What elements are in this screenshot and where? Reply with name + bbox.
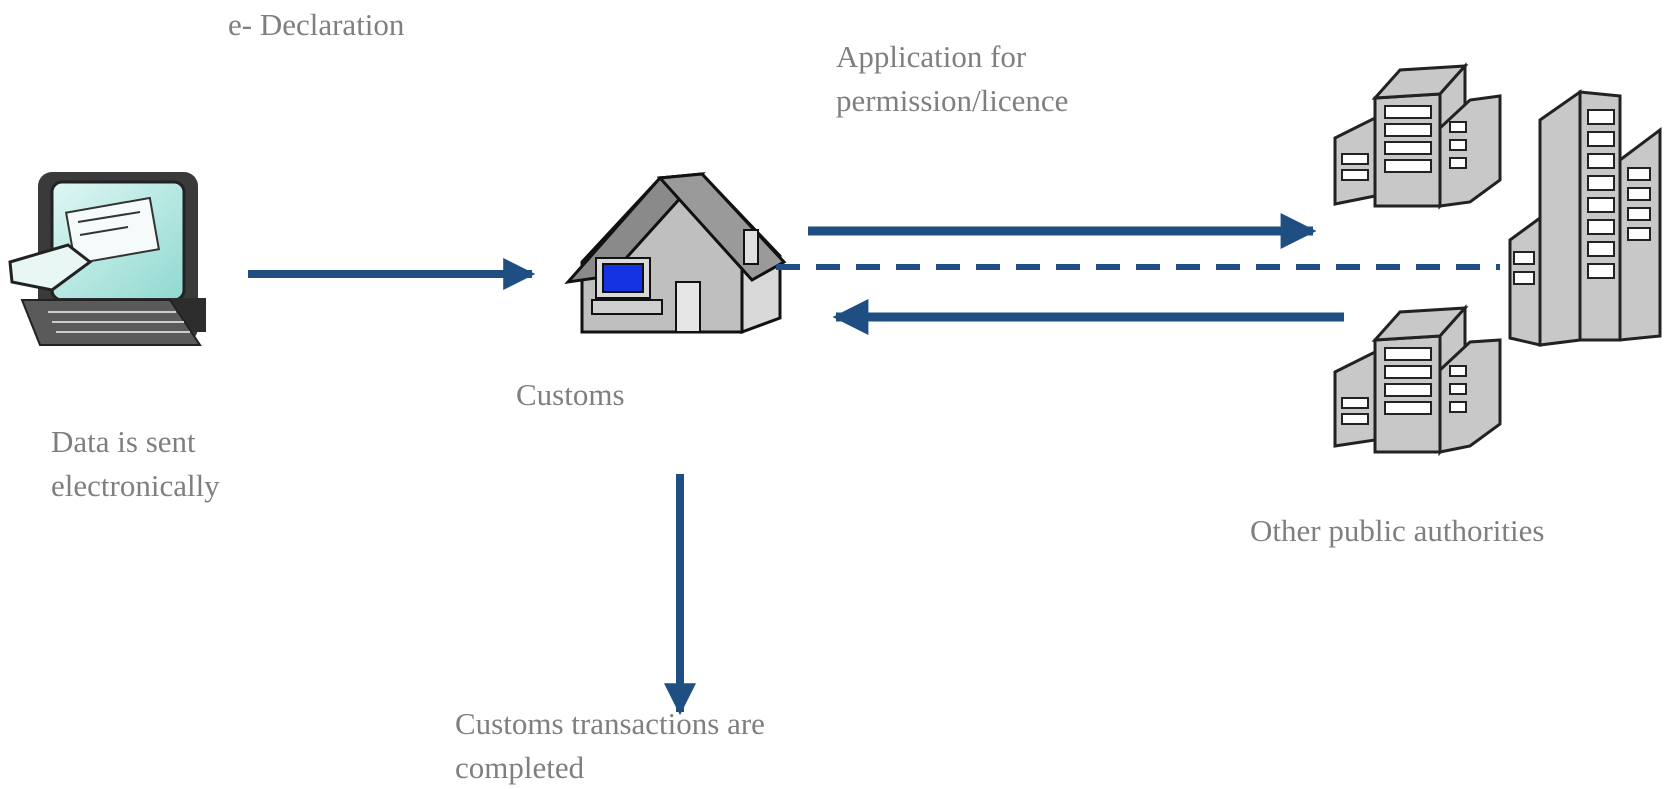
computer-card-icon xyxy=(8,172,206,346)
customs-house-icon xyxy=(564,172,787,335)
other-authorities-label: Other public authorities xyxy=(1250,513,1545,548)
application-label-line2: permission/licence xyxy=(836,83,1069,118)
data-sent-label-line2: electronically xyxy=(51,468,220,503)
completed-label-line2: completed xyxy=(455,750,585,785)
completed-label-line1: Customs transactions are xyxy=(455,706,765,741)
building-windows xyxy=(1341,105,1651,425)
customs-label: Customs xyxy=(516,377,625,412)
data-sent-label-line1: Data is sent xyxy=(51,424,196,459)
application-label-line1: Application for xyxy=(836,39,1027,74)
e-declaration-label: e- Declaration xyxy=(228,7,405,42)
